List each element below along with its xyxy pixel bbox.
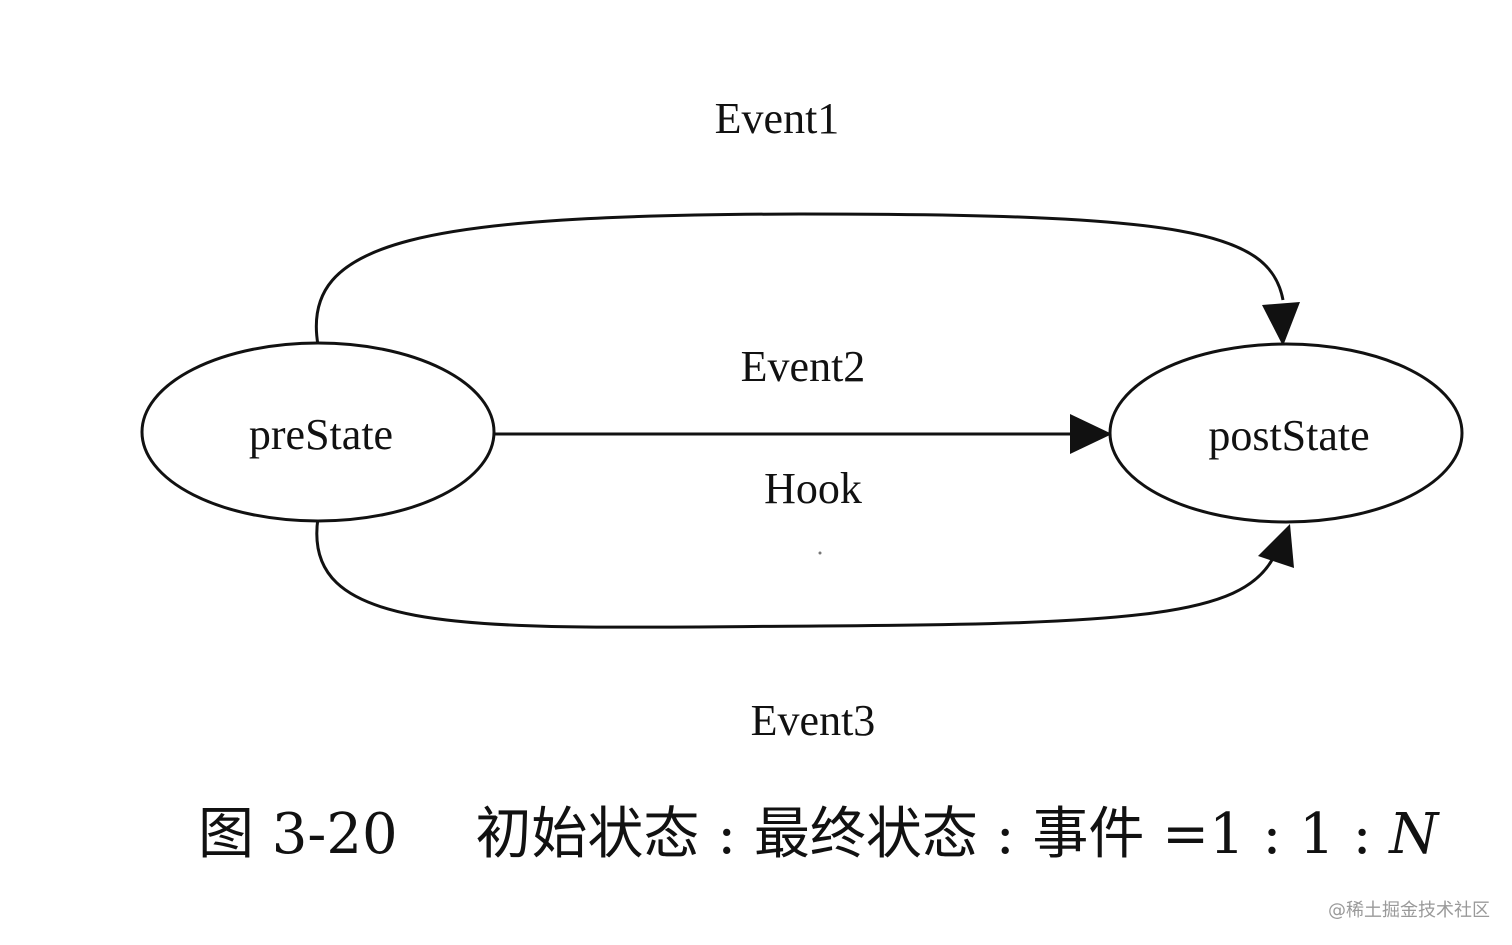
figure-caption-text: 初始状态 : 最终状态 : 事件 =1 : 1 :: [475, 802, 1389, 867]
figure-number: 图 3-20: [198, 802, 398, 867]
state-label-pre: preState: [249, 410, 393, 459]
transition-event3-arc: [315, 517, 1274, 629]
state-label-post: postState: [1208, 411, 1369, 460]
transition-label-event2: Event2: [741, 342, 866, 391]
scan-speck: [818, 551, 822, 555]
state-node-pre: [140, 341, 496, 523]
transition-label-event1: Event1: [715, 94, 840, 143]
transition-event1-arrowhead: [1262, 302, 1300, 346]
transition-event2-arrowhead: [1070, 414, 1112, 454]
state-node-post: [1108, 342, 1464, 524]
figure-caption: 图 3-20 初始状态 : 最终状态 : 事件 =1 : 1 : N: [198, 802, 1440, 867]
transition-label-event3: Event3: [751, 696, 876, 745]
transition-label-hook: Hook: [764, 464, 862, 513]
watermark: @稀土掘金技术社区: [1328, 900, 1490, 921]
transition-event1-arc: [314, 212, 1285, 346]
figure-caption-italic: N: [1387, 802, 1440, 867]
transition-event3-arrowhead: [1258, 524, 1294, 568]
